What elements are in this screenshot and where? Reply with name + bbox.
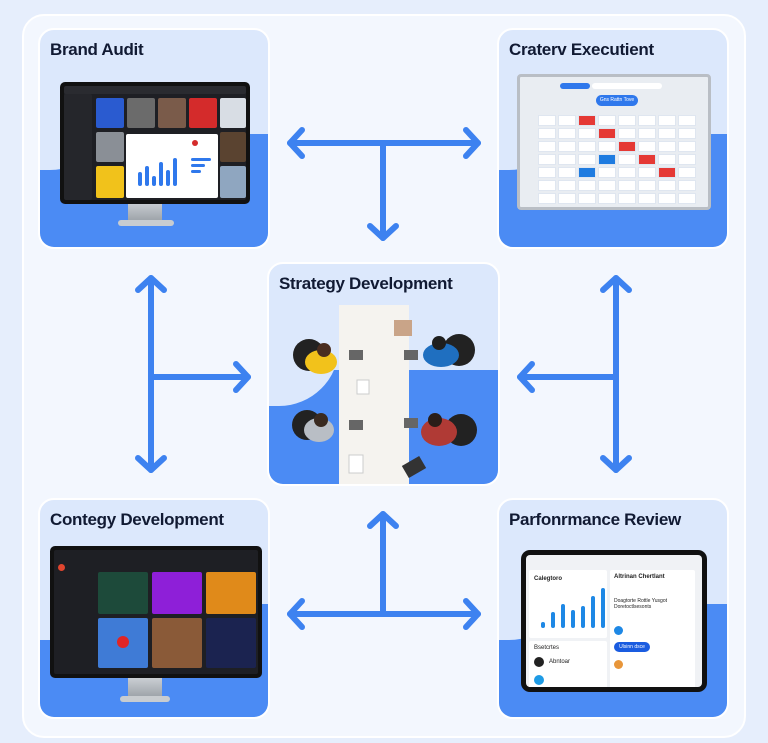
whiteboard-calendar: Gns Rattn Tove: [517, 74, 711, 210]
calendar-cell[interactable]: [558, 193, 576, 204]
side-panel: Altrinan Chertlant Doagtorte Rottle Yusg…: [610, 570, 695, 687]
calendar-cell[interactable]: [678, 141, 696, 152]
team-meeting-illustration: [292, 305, 477, 484]
monitor-base: [118, 220, 174, 226]
calendar-cell[interactable]: [538, 167, 556, 178]
screen-media-library: [54, 550, 258, 674]
calendar-cell[interactable]: [618, 154, 636, 165]
chart-panel: Calegtoro: [529, 570, 607, 638]
calendar-cell[interactable]: [678, 180, 696, 191]
calendar-cell[interactable]: [538, 193, 556, 204]
side-title: Altrinan Chertlant: [614, 574, 665, 580]
card-creative-execution: Craterv Executient Gns Rattn Tove: [497, 28, 729, 249]
monitor-stand: [128, 200, 162, 222]
calendar-cell[interactable]: [578, 115, 596, 126]
calendar-cell[interactable]: [618, 115, 636, 126]
calendar-cell[interactable]: [678, 193, 696, 204]
card-title: Brand Audit: [50, 40, 144, 59]
calendar-cell[interactable]: [638, 167, 656, 178]
calendar-cell[interactable]: [598, 154, 616, 165]
calendar-cell[interactable]: [578, 180, 596, 191]
calendar-cell[interactable]: [538, 115, 556, 126]
calendar-cell[interactable]: [598, 180, 616, 191]
calendar-cell[interactable]: [618, 141, 636, 152]
calendar-cell[interactable]: [618, 180, 636, 191]
calendar-cell[interactable]: [638, 128, 656, 139]
calendar-cell[interactable]: [658, 141, 676, 152]
calendar-cell[interactable]: [538, 128, 556, 139]
monitor-base: [120, 696, 170, 702]
card-content-development: Contegy Development: [38, 498, 270, 719]
monitor-content: [50, 546, 262, 678]
header-button[interactable]: Gns Rattn Tove: [596, 95, 638, 106]
calendar-cell[interactable]: [558, 115, 576, 126]
monitor-brand-audit: [60, 82, 250, 204]
calendar-cell[interactable]: [618, 167, 636, 178]
calendar-cell[interactable]: [558, 167, 576, 178]
calendar-cell[interactable]: [618, 128, 636, 139]
calendar-cell[interactable]: [678, 115, 696, 126]
calendar-cell[interactable]: [638, 154, 656, 165]
calendar-cell[interactable]: [598, 128, 616, 139]
card-performance-review: Parfonrmance Review Calegtoro Bsetcrtes …: [497, 498, 729, 719]
chart-title: Calegtoro: [534, 576, 563, 582]
calendar-cell[interactable]: [598, 141, 616, 152]
calendar-cell[interactable]: [538, 154, 556, 165]
card-title: Craterv Executient: [509, 40, 654, 59]
card-strategy-development: Strategy Development: [267, 262, 500, 486]
screen-dashboard: [64, 86, 246, 200]
calendar-cell[interactable]: [638, 180, 656, 191]
list-panel: Bsetcrtes Abntoar: [529, 641, 607, 687]
calendar-cell[interactable]: [638, 141, 656, 152]
card-title: Strategy Development: [279, 274, 453, 293]
card-title: Contegy Development: [50, 510, 224, 529]
analytics-popup: [126, 134, 218, 198]
calendar-cell[interactable]: [578, 167, 596, 178]
card-title: Parfonrmance Review: [509, 510, 681, 529]
list-item: Abntoar: [549, 659, 571, 665]
arrow-left: [135, 275, 251, 473]
arrow-top: [287, 127, 481, 241]
tablet-screen: Calegtoro Bsetcrtes Abntoar Altrinan Che…: [526, 555, 702, 687]
calendar-cell[interactable]: [598, 193, 616, 204]
calendar-cell[interactable]: [538, 180, 556, 191]
calendar-cell[interactable]: [678, 128, 696, 139]
calendar-cell[interactable]: [658, 115, 676, 126]
calendar-cell[interactable]: [558, 180, 576, 191]
calendar-cell[interactable]: [578, 193, 596, 204]
tablet: Calegtoro Bsetcrtes Abntoar Altrinan Che…: [521, 550, 707, 692]
calendar-cell[interactable]: [578, 154, 596, 165]
calendar-cell[interactable]: [658, 193, 676, 204]
calendar-cell[interactable]: [658, 180, 676, 191]
calendar-cell[interactable]: [598, 167, 616, 178]
list-title: Bsetcrtes: [534, 645, 560, 651]
calendar-cell[interactable]: [678, 167, 696, 178]
monitor-stand: [128, 676, 162, 698]
calendar-cell[interactable]: [578, 128, 596, 139]
calendar-cell[interactable]: [558, 154, 576, 165]
calendar-cell[interactable]: [658, 167, 676, 178]
calendar-cell[interactable]: [598, 115, 616, 126]
primary-button[interactable]: Ulsinn dsce: [614, 642, 650, 652]
calendar-cell[interactable]: [678, 154, 696, 165]
card-brand-audit: Brand Audit: [38, 28, 270, 249]
calendar-cell[interactable]: [638, 115, 656, 126]
calendar-cell[interactable]: [578, 141, 596, 152]
calendar-cell[interactable]: [558, 141, 576, 152]
calendar-cell[interactable]: [558, 128, 576, 139]
calendar-cell[interactable]: [538, 141, 556, 152]
calendar-cell[interactable]: [638, 193, 656, 204]
calendar-cell[interactable]: [658, 154, 676, 165]
calendar-cell[interactable]: [658, 128, 676, 139]
arrow-bottom: [287, 511, 481, 630]
calendar-cell[interactable]: [618, 193, 636, 204]
side-text: Doagtorte Rottle Yusgot Doretoctlsesonts: [614, 598, 667, 610]
arrow-right: [517, 275, 632, 473]
